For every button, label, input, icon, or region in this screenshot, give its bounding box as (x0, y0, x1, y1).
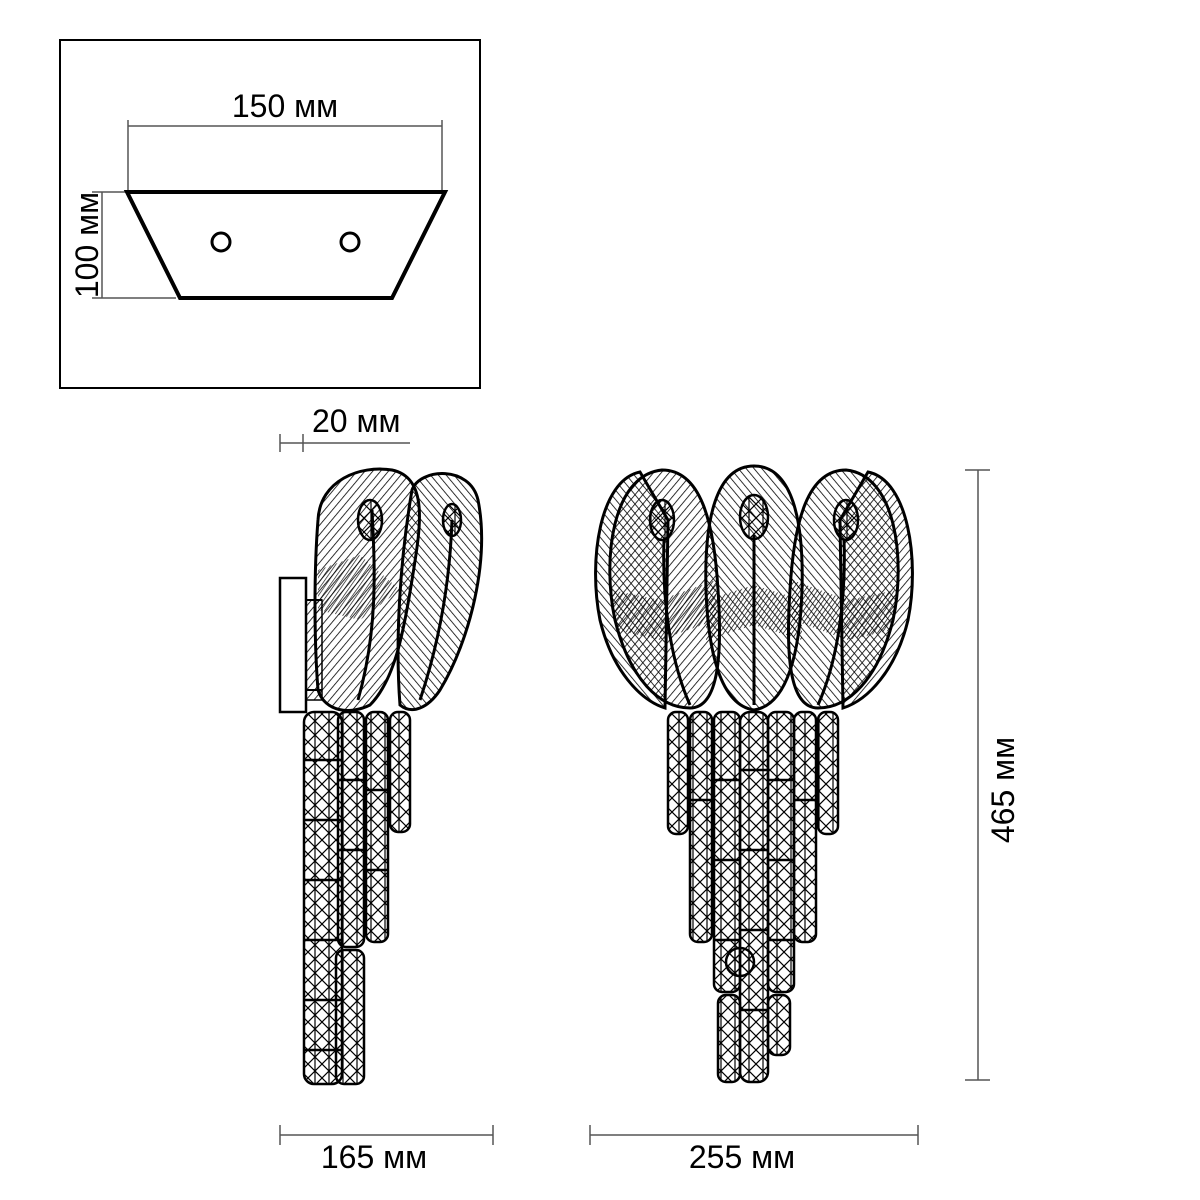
screw-hole-right (339, 231, 361, 253)
front-width-dimension: 255 мм (589, 1125, 919, 1175)
front-view: 255 мм 465 мм (589, 464, 1021, 1175)
side-depth-dimension: 165 мм (279, 1125, 494, 1175)
mount-width-dimension: 150 мм (127, 88, 443, 190)
mount-plate-panel: 150 мм 100 мм (59, 39, 481, 389)
front-width-label: 255 мм (689, 1139, 795, 1175)
side-depth-label: 165 мм (321, 1139, 427, 1175)
front-crystal-strands (666, 710, 840, 1084)
wall-offset-label: 20 мм (312, 403, 400, 439)
mount-height-label: 100 мм (69, 192, 105, 298)
wall-offset-dimension: 20 мм (279, 403, 410, 452)
total-height-label: 465 мм (985, 737, 1021, 843)
total-height-dimension: 465 мм (965, 469, 1021, 1081)
mount-width-label: 150 мм (232, 88, 338, 124)
side-crystal-strands (302, 710, 412, 1086)
mount-plate-shape (123, 190, 449, 300)
side-view: 20 мм (278, 403, 494, 1175)
wall-bracket (278, 576, 308, 714)
screw-hole-left (210, 231, 232, 253)
